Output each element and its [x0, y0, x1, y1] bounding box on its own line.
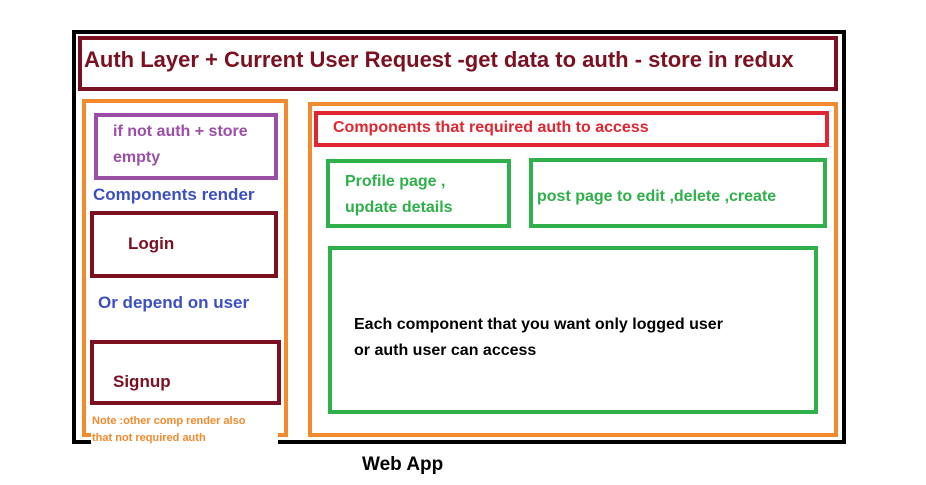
signup-label: Signup — [113, 372, 171, 391]
auth-layer-title: Auth Layer + Current User Request -get d… — [84, 47, 794, 72]
condition-text: if not auth + store empty — [113, 119, 248, 171]
each-line-1: Each component that you want only logged… — [354, 316, 723, 333]
components-render-label: Components render — [93, 185, 255, 204]
note-background — [91, 411, 278, 448]
condition-line-2: empty — [113, 149, 161, 166]
login-label: Login — [128, 234, 175, 253]
note-text: Note :other comp render also that not re… — [92, 413, 282, 447]
profile-page-text: Profile page , update details — [345, 169, 453, 221]
logged-user-components-box — [328, 246, 818, 414]
post-page-box — [529, 158, 827, 228]
login-box — [90, 211, 278, 278]
protected-components-panel — [308, 102, 838, 437]
profile-page-box — [326, 159, 511, 228]
web-app-frame — [72, 30, 846, 444]
condition-line-1: if not auth + store — [113, 123, 248, 140]
note-line-2: that not required auth — [92, 432, 206, 444]
required-auth-box — [314, 111, 829, 147]
post-page-label: post page to edit ,delete ,create — [537, 188, 777, 205]
web-app-caption: Web App — [362, 454, 444, 475]
profile-line-1: Profile page , — [345, 173, 446, 190]
condition-box — [94, 113, 278, 180]
auth-layer-box — [78, 36, 838, 91]
profile-line-2: update details — [345, 199, 453, 216]
logged-user-components-text: Each component that you want only logged… — [354, 312, 723, 364]
note-line-1: Note :other comp render also — [92, 415, 246, 427]
or-depend-label: Or depend on user — [98, 293, 250, 312]
signup-box — [90, 340, 281, 405]
required-auth-title: Components that required auth to access — [333, 119, 649, 136]
each-line-2: or auth user can access — [354, 342, 537, 359]
